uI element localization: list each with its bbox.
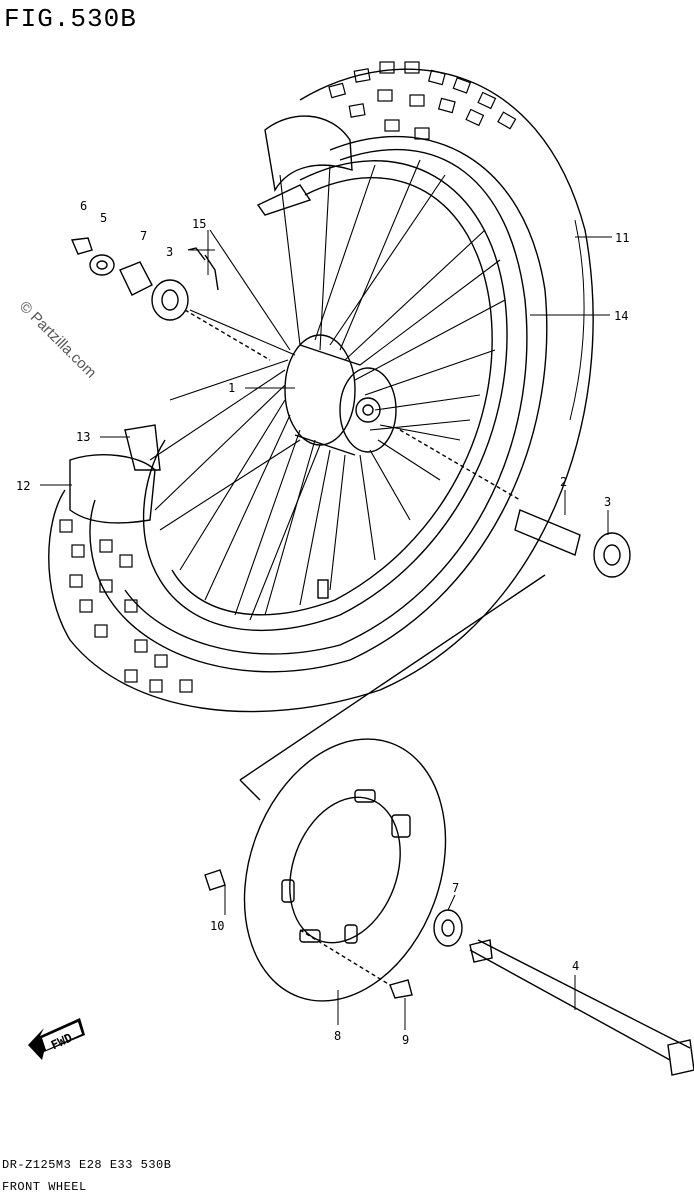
callout-1: 1 [228,381,235,395]
callout-14: 14 [614,309,628,323]
valve-stem [317,579,329,599]
disc-fasteners [204,869,694,1076]
callout-labels: 1 2 3 3 4 5 6 7 7 8 9 10 11 12 13 14 15 [16,199,629,1047]
callout-3a: 3 [166,245,173,259]
rim [142,160,508,632]
callout-11: 11 [615,231,629,245]
callout-8: 8 [334,1029,341,1043]
callout-12: 12 [16,479,30,493]
callout-7a: 7 [140,229,147,243]
figure-title: FIG.530B [4,4,137,34]
callout-6: 6 [80,199,87,213]
tire [48,68,594,713]
callout-7b: 7 [452,881,459,895]
fwd-arrow: FWD [28,1018,85,1060]
callout-9: 9 [402,1033,409,1047]
spokes [149,159,506,621]
callout-5: 5 [100,211,107,225]
callout-4: 4 [572,959,579,973]
callout-15: 15 [192,217,206,231]
callout-2: 2 [560,475,567,489]
callout-10: 10 [210,919,224,933]
left-hub-parts [70,237,271,361]
brake-disc [243,738,447,1002]
right-hub-parts [399,429,631,578]
tread-blocks [59,61,517,693]
assembly-name: FRONT WHEEL [2,1180,87,1194]
model-code: DR-Z125M3 E28 E33 530B [2,1158,172,1172]
callout-13: 13 [76,430,90,444]
hub [284,334,397,456]
guide-lines [239,574,546,801]
rim-band [69,115,353,524]
leader-lines [40,230,612,1030]
callout-3b: 3 [604,495,611,509]
